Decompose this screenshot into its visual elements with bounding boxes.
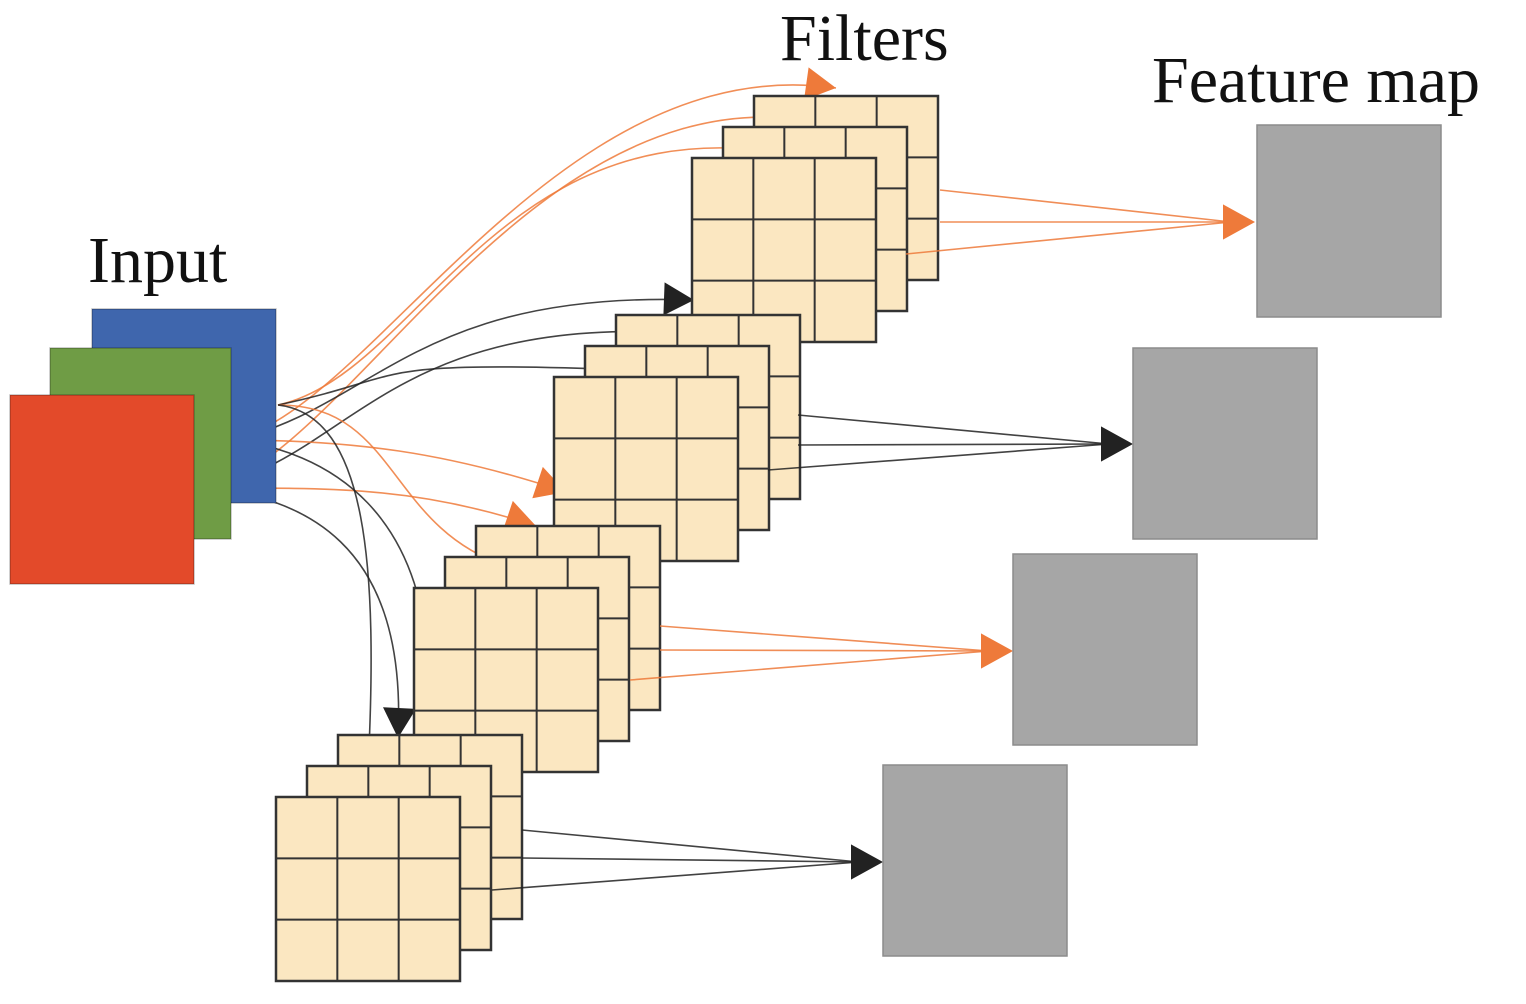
output-connection-line	[797, 443, 1110, 446]
output-connection-set-3	[629, 625, 1013, 681]
output-connection-line	[521, 857, 860, 863]
connection-curve	[231, 298, 695, 441]
filter-group-1	[690, 94, 940, 344]
output-arrowhead	[1101, 426, 1133, 462]
output-arrowhead	[981, 633, 1013, 669]
filter-kernel	[274, 795, 462, 983]
connection-curve	[277, 147, 777, 406]
output-connection-line	[629, 650, 990, 681]
feature-map-label: Feature map	[1152, 44, 1481, 117]
connection-arrowhead	[383, 707, 416, 738]
connection-curve	[231, 439, 567, 493]
filter-group-2	[552, 313, 802, 563]
connection-curve	[277, 366, 635, 406]
input-channels	[9, 308, 277, 585]
filter-layer	[274, 795, 462, 983]
filter-group-4	[274, 733, 524, 983]
output-arrowhead	[851, 844, 883, 880]
connection-curve	[277, 404, 372, 771]
output-connection-line	[659, 649, 990, 652]
output-connection-line	[797, 414, 1110, 445]
output-connection-set-4	[491, 829, 883, 891]
feature-map-4	[882, 764, 1068, 957]
output-connection-line	[905, 221, 1232, 255]
filter-kernel	[690, 156, 878, 344]
feature-map-1	[1256, 124, 1442, 318]
output-connection-line	[491, 861, 860, 891]
feature-map-2	[1132, 347, 1318, 540]
connection-arrowhead	[502, 500, 536, 533]
connection-arrowhead	[804, 67, 836, 101]
feature-maps	[882, 124, 1442, 957]
filter-group-3	[412, 524, 662, 774]
connection-curve	[277, 404, 507, 567]
connection-arrowhead	[663, 282, 694, 316]
output-connection-line	[659, 625, 990, 652]
output-connection-line	[521, 829, 860, 863]
output-arrowhead	[1223, 204, 1255, 240]
filter-to-feature-connections	[491, 189, 1255, 891]
filter-stacks	[274, 94, 940, 983]
input-channel-3	[9, 394, 195, 585]
output-connection-line	[767, 443, 1110, 471]
output-connection-line	[939, 189, 1232, 223]
filter-layer	[690, 156, 878, 344]
output-connection-set-2	[767, 414, 1133, 471]
input-label: Input	[88, 224, 228, 297]
filters-label: Filters	[780, 2, 949, 75]
output-connection-set-1	[905, 189, 1255, 255]
feature-map-3	[1012, 553, 1198, 746]
